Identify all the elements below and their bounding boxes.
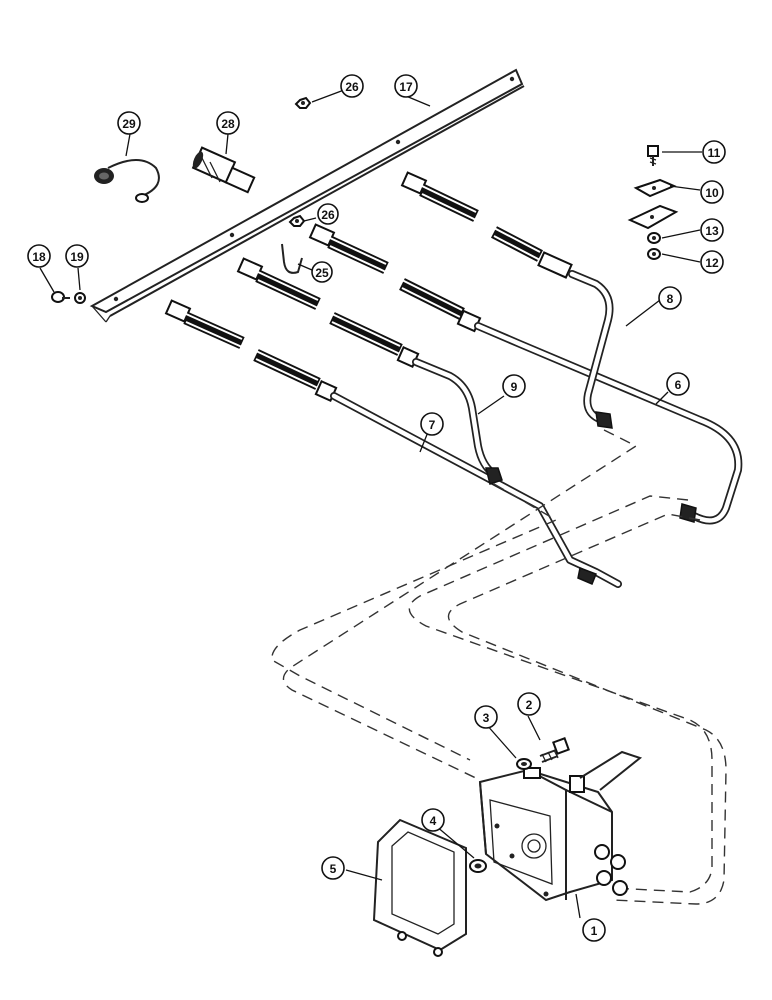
callout-29: 29 — [117, 111, 141, 135]
bolt-11 — [647, 145, 659, 166]
bolt-18 — [51, 291, 70, 303]
svg-text:6: 6 — [675, 378, 682, 392]
callout-8: 8 — [658, 286, 682, 310]
nut-26-lower — [288, 214, 306, 227]
callout-25: 25 — [311, 261, 333, 283]
gasket-5 — [372, 818, 467, 957]
svg-text:18: 18 — [32, 250, 46, 264]
bolt-2 — [539, 737, 570, 763]
svg-text:13: 13 — [705, 224, 719, 238]
angle-bracket-17 — [89, 68, 525, 323]
svg-text:25: 25 — [315, 266, 329, 280]
svg-text:4: 4 — [430, 814, 437, 828]
nut-19 — [74, 292, 86, 304]
hose-line-7 — [164, 299, 622, 588]
leader-lines — [39, 89, 702, 919]
svg-text:29: 29 — [122, 117, 136, 131]
hose-line-6 — [308, 223, 743, 525]
svg-text:9: 9 — [511, 380, 518, 394]
svg-text:12: 12 — [705, 256, 719, 270]
svg-text:1: 1 — [591, 924, 598, 938]
callout-10: 10 — [700, 180, 724, 204]
callout-4: 4 — [421, 808, 445, 832]
quick-coupler-28 — [191, 146, 256, 194]
svg-text:8: 8 — [667, 292, 674, 306]
washer-3 — [516, 758, 532, 770]
svg-text:26: 26 — [321, 208, 335, 222]
washer-13 — [647, 232, 661, 244]
callout-9: 9 — [502, 374, 526, 398]
callout-28: 28 — [216, 111, 240, 135]
control-valve-1 — [478, 750, 643, 902]
hose-line-9 — [236, 257, 503, 485]
callout-7: 7 — [420, 412, 444, 436]
svg-text:11: 11 — [708, 146, 721, 160]
svg-text:10: 10 — [705, 186, 719, 200]
u-bolt-25 — [281, 243, 303, 274]
callout-26-lower: 26 — [317, 203, 339, 225]
callout-3: 3 — [474, 705, 498, 729]
svg-text:28: 28 — [221, 117, 235, 131]
nut-12 — [647, 248, 661, 260]
svg-text:3: 3 — [483, 711, 490, 725]
svg-text:7: 7 — [429, 418, 436, 432]
nut-4 — [469, 859, 487, 873]
svg-text:2: 2 — [526, 698, 533, 712]
svg-text:17: 17 — [399, 80, 413, 94]
clamp-10 — [627, 178, 679, 230]
callout-6: 6 — [666, 372, 690, 396]
callout-17: 17 — [394, 74, 418, 98]
svg-text:26: 26 — [345, 80, 359, 94]
dust-cap-29 — [94, 159, 160, 203]
hose-line-8 — [400, 171, 614, 429]
callout-19: 19 — [65, 244, 89, 268]
hidden-line-routing — [271, 429, 727, 905]
callout-12: 12 — [700, 250, 724, 274]
callout-5: 5 — [321, 856, 345, 880]
nut-26-upper — [294, 96, 312, 109]
callout-18: 18 — [27, 244, 51, 268]
svg-text:5: 5 — [330, 862, 337, 876]
callout-26-upper: 26 — [340, 74, 364, 98]
svg-text:19: 19 — [70, 250, 84, 264]
callout-13: 13 — [700, 218, 724, 242]
callout-11: 11 — [702, 140, 726, 164]
callout-1: 1 — [582, 918, 606, 942]
callout-2: 2 — [517, 692, 541, 716]
